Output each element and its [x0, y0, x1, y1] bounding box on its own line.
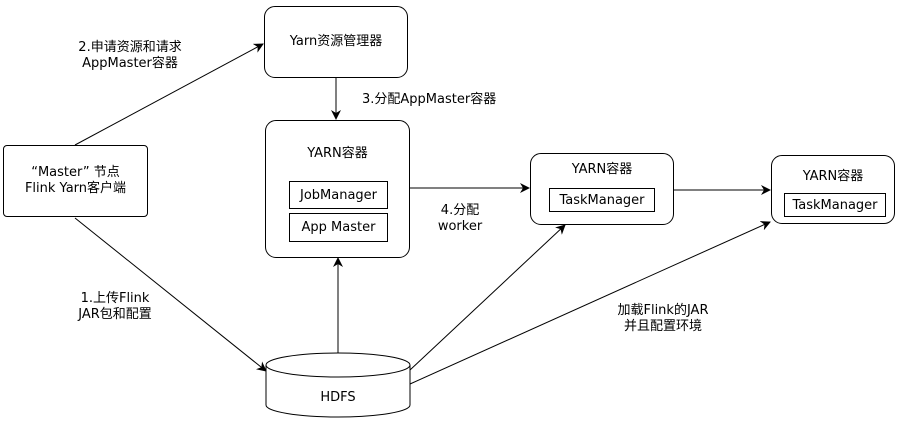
taskmanager-2-box: TaskManager — [549, 188, 655, 212]
edge-hdfs-to-container-3 — [409, 221, 771, 385]
flink-yarn-client: “Master” 节点 Flink Yarn客户端 — [3, 145, 148, 217]
jobmanager-label: JobManager — [299, 187, 378, 203]
yarn-container-main-title: YARN容器 — [307, 146, 368, 161]
taskmanager-3-label: TaskManager — [792, 197, 878, 213]
yarn-container-3-title: YARN容器 — [802, 169, 864, 184]
hdfs-label: HDFS — [320, 390, 356, 405]
yarn-container-2-title: YARN容器 — [571, 162, 633, 177]
taskmanager-3-box: TaskManager — [784, 193, 886, 217]
edge-hdfs-to-container-2 — [409, 224, 566, 371]
edge-client-to-hdfs — [74, 217, 267, 372]
edge-label-assign-worker-line-1: 4.分配 — [440, 203, 480, 218]
app-master-label: App Master — [301, 220, 376, 235]
yarn-container-main: YARN容器 JobManager App Master — [265, 120, 410, 258]
edge-label-assign-worker-line-2: worker — [437, 219, 483, 234]
yarn-resource-manager-label: Yarn资源管理器 — [289, 34, 383, 49]
edge-label-upload-line-2: JAR包和配置 — [78, 307, 152, 322]
edge-label-request-line-1: 2.申请资源和请求 — [78, 40, 182, 55]
edge-label-upload-line-1: 1.上传Flink — [80, 291, 150, 306]
yarn-container-2: YARN容器 TaskManager — [530, 153, 674, 225]
edge-label-load-jar-line-1: 加载Flink的JAR — [617, 303, 709, 318]
jobmanager-box: JobManager — [289, 181, 388, 209]
app-master-box: App Master — [289, 213, 388, 242]
taskmanager-2-label: TaskManager — [559, 192, 645, 208]
yarn-container-3: YARN容器 TaskManager — [771, 155, 895, 224]
hdfs-cylinder — [265, 352, 411, 418]
edge-client-to-rm — [74, 43, 264, 146]
edge-label-request-line-2: AppMaster容器 — [82, 56, 178, 71]
client-label-line-2: Flink Yarn客户端 — [24, 181, 127, 196]
client-label-line-1: “Master” 节点 — [31, 165, 120, 180]
edge-label-allocate: 3.分配AppMaster容器 — [362, 92, 497, 107]
edge-label-load-jar-line-2: 并且配置环境 — [623, 319, 702, 334]
yarn-resource-manager: Yarn资源管理器 — [264, 6, 408, 78]
